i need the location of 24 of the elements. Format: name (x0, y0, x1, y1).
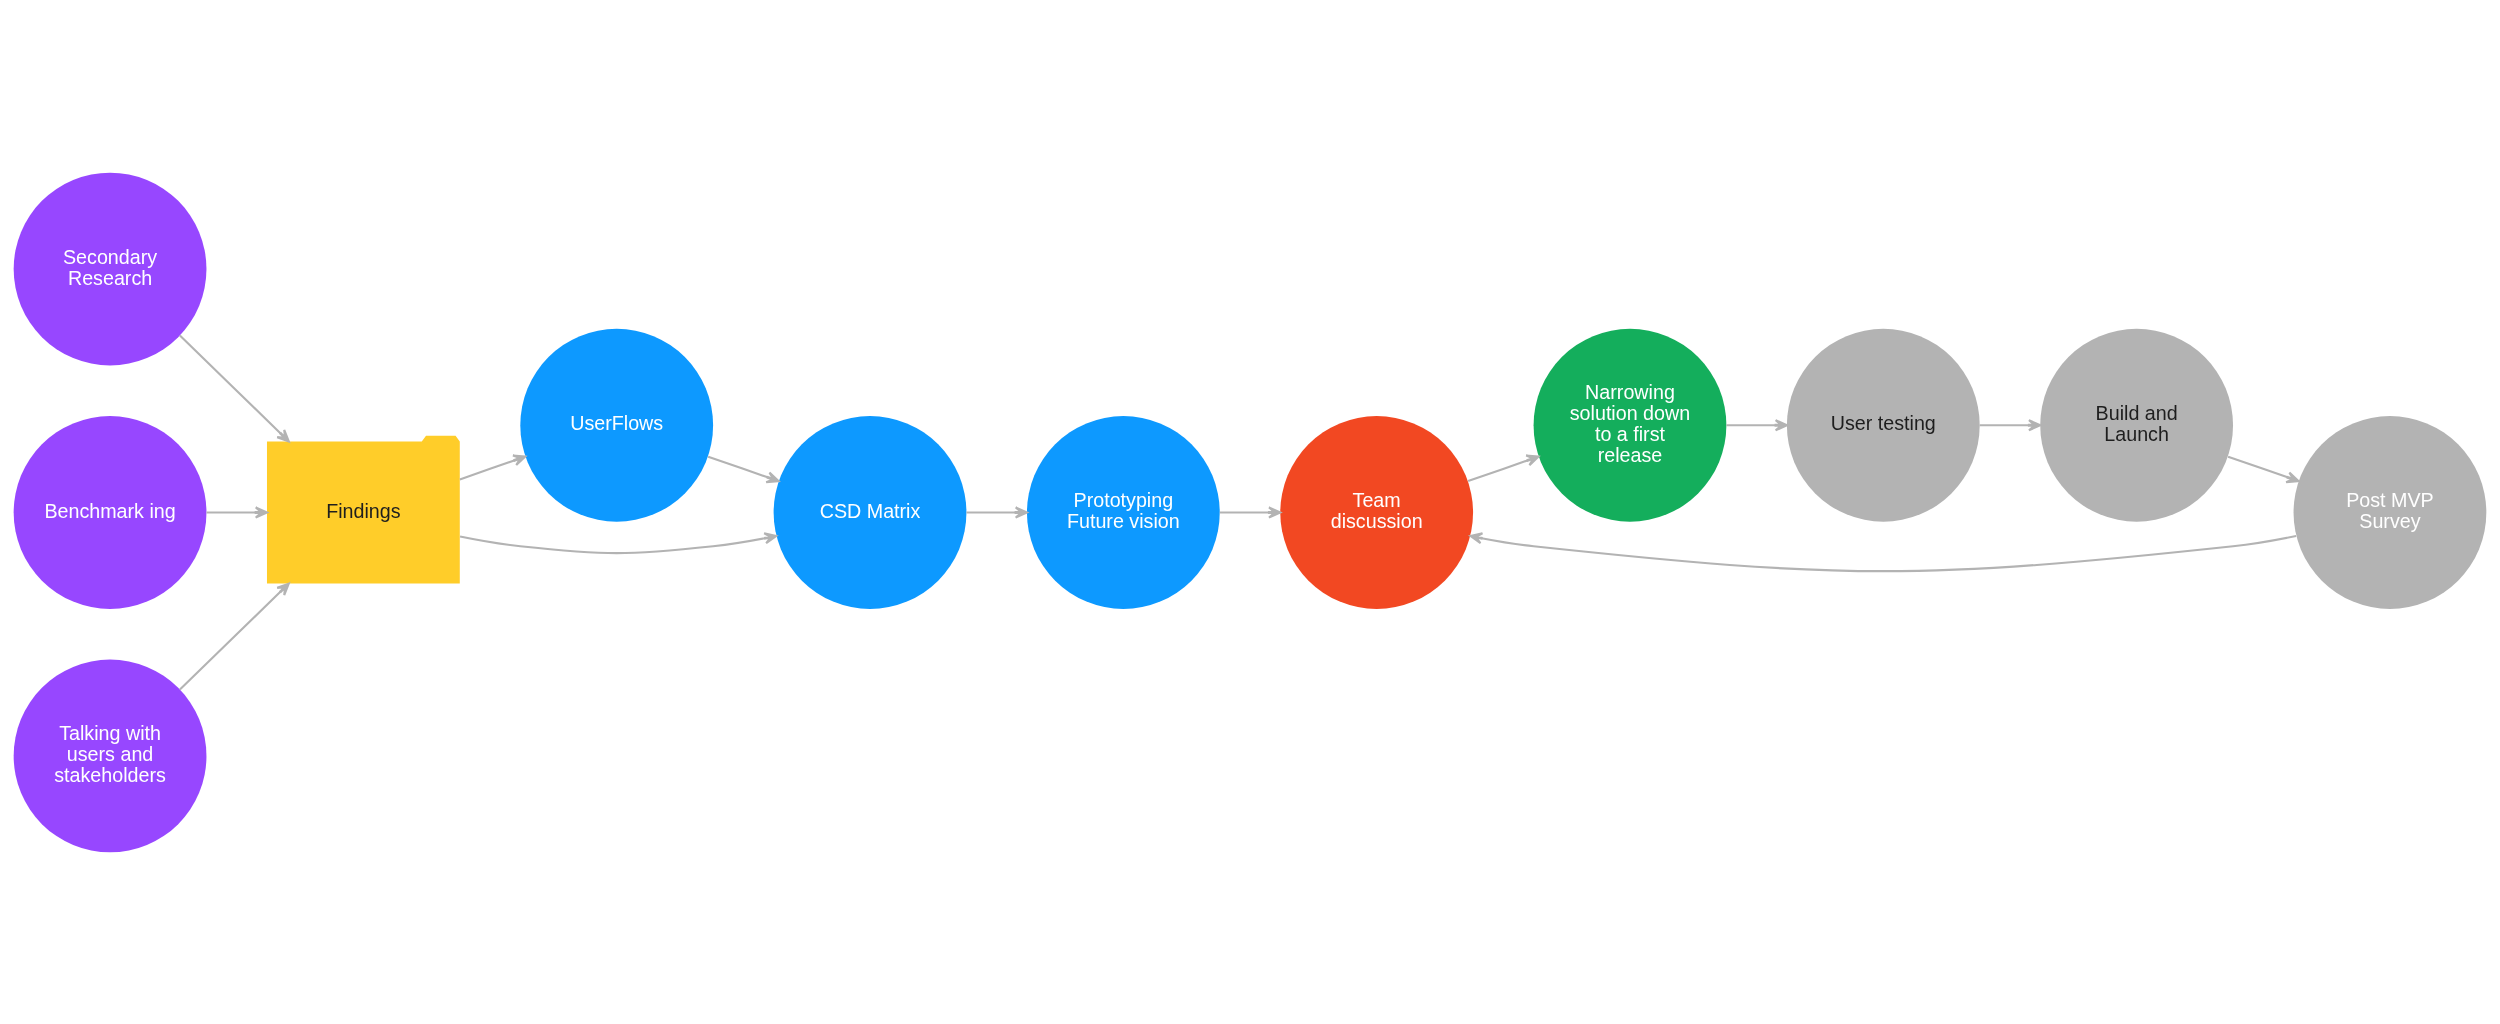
node-circle: Secondary Research (13, 172, 207, 365)
node-circle: User testing (1786, 328, 1980, 522)
arrow (1979, 418, 2042, 431)
node-circle: Narrowing solution down to a first release (1533, 328, 1727, 522)
arrow (966, 505, 1028, 519)
node-circle: Team discussion (1280, 415, 1474, 609)
arrow (459, 531, 778, 554)
node-circle: UserFlows (520, 328, 714, 522)
arrow (459, 453, 527, 480)
arrow (206, 505, 269, 519)
node-circle: Build and Launch (2040, 328, 2233, 522)
arrow (1219, 505, 1282, 519)
arrow (179, 334, 290, 442)
node-circle: Prototyping Future vision (1026, 415, 1220, 609)
node-circle: Benchmark ing (13, 415, 207, 609)
arrow (1469, 531, 2297, 572)
arrow (2227, 455, 2300, 483)
arrow (1726, 418, 1788, 431)
arrow (179, 582, 290, 690)
arrow (1467, 454, 1540, 482)
arrow (707, 455, 780, 483)
node-circle: Post MVP Survey (2293, 415, 2487, 609)
node-circle: Talking with users and stakeholders (13, 659, 207, 852)
node-circle: CSD Matrix (773, 415, 967, 609)
